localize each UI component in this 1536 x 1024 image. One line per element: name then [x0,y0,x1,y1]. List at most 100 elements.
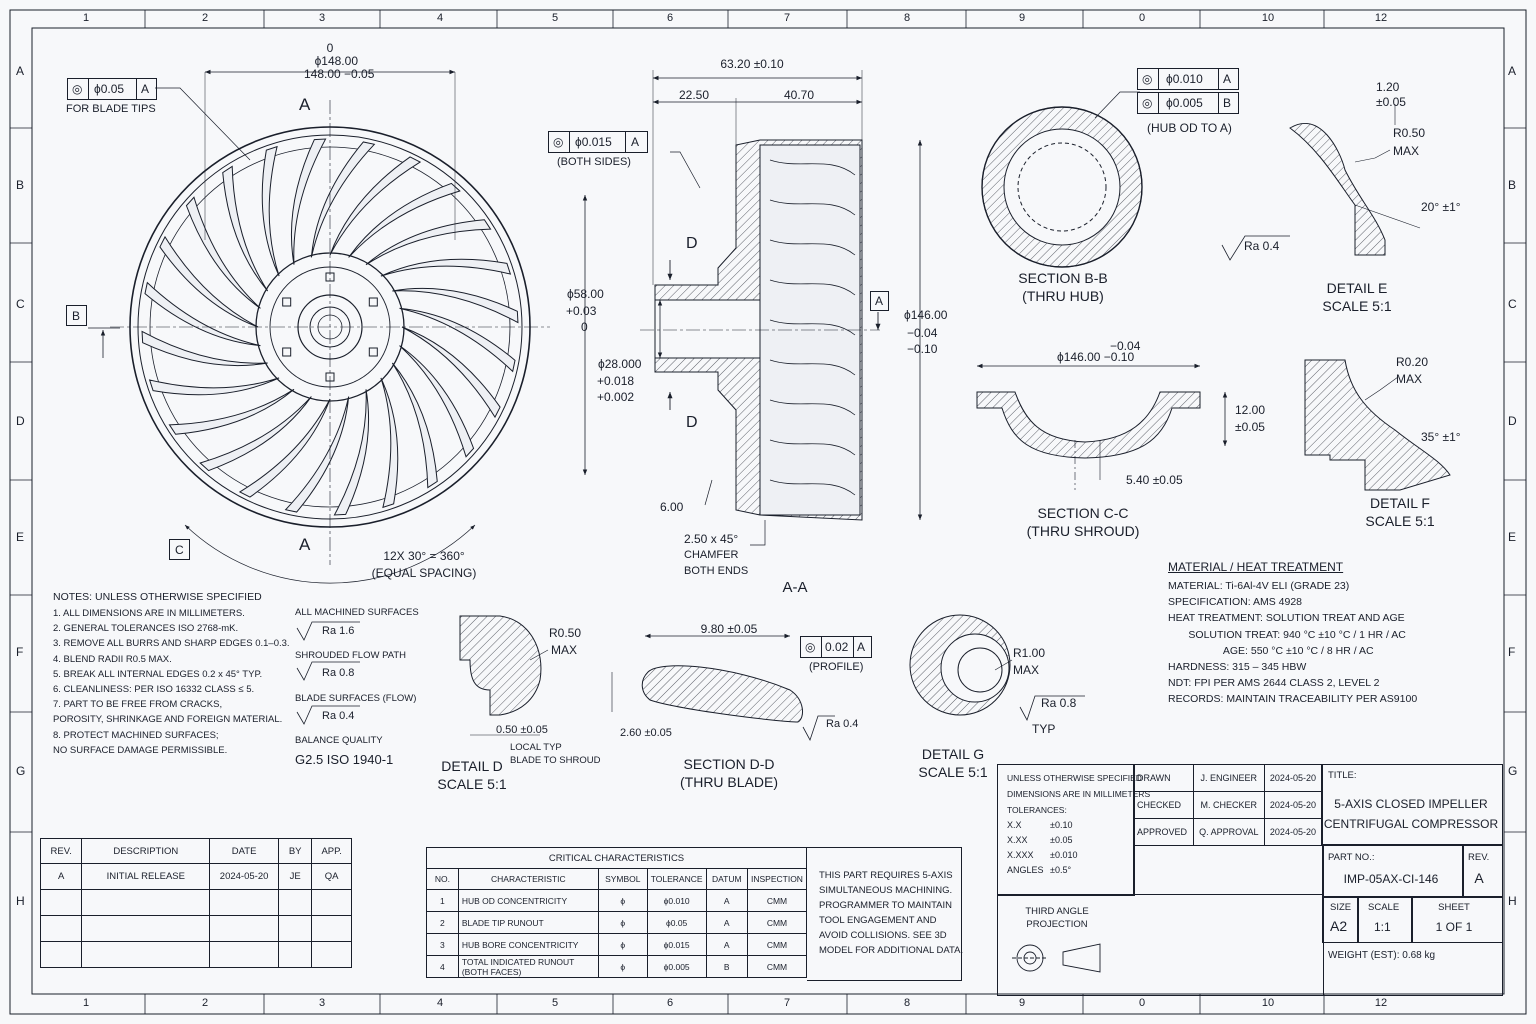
rev-cell [39,889,83,916]
zone-col-top-1: 1 [82,12,90,24]
blade [290,138,327,265]
g-typ: TYP [1032,722,1056,736]
partno-value: IMP-05AX-CI-146 [1343,872,1439,886]
surface-3-label: BLADE SURFACES (FLOW) [295,693,417,704]
machining-note-frame [807,847,962,981]
tol-line3: TOLERANCES: [1007,805,1067,815]
aa-fcf-note: (BOTH SIDES) [557,156,631,168]
aa-bore28-lower: +0.002 [597,390,635,404]
zone-row-left-C: C [16,297,25,311]
bb-note: (HUB OD TO A) [1147,121,1232,135]
zone-col-top-2: 2 [201,12,209,24]
tol-line1: UNLESS OTHERWISE SPECIFIED [1007,773,1142,783]
rev-cell [81,915,211,942]
zone-row-right-B: B [1508,178,1517,192]
approval-cell: M. CHECKER [1192,791,1265,819]
material-line: SPECIFICATION: AMS 4928 [1168,596,1303,609]
blade [284,396,350,513]
aa-bore28-upper: +0.018 [597,374,635,388]
aa-blade-line [769,399,856,416]
crit-header-cell: SYMBOL [597,868,648,890]
zone-row-left-B: B [16,178,25,192]
sheet-cell [1411,896,1503,943]
f-radius: R0.20 [1396,355,1429,369]
zone-col-top-3: 3 [318,12,326,24]
cc-height: 12.00 [1235,403,1266,417]
weight: WEIGHT (EST): 0.68 kg [1328,950,1436,961]
zone-col-top-10: 0 [1138,12,1146,24]
zone-col-bottom-2: 2 [201,997,209,1009]
note-line: 1. ALL DIMENSIONS ARE IN MILLIMETERS. [53,608,245,619]
zone-col-top-8: 8 [903,12,911,24]
g-radius: R1.00 [1013,646,1046,660]
aa-chamfer2: CHAMFER [684,549,739,561]
blade [399,345,475,458]
zone-col-bottom-4: 4 [436,997,444,1009]
machining-note-line: PROGRAMMER TO MAINTAIN [819,900,953,911]
crit-cell: ϕ [597,933,648,956]
rev-cell: 2024-05-20 [209,863,280,890]
crit-cell: CMM [746,933,808,956]
aa-left-len: 22.50 [678,88,710,102]
blade [380,258,512,277]
approval-cell: CHECKED [1133,791,1194,819]
crit-cell: 1 [426,889,459,912]
aa-blade-line [769,279,856,296]
section-cc-drawing [976,363,1228,490]
tol-row-cell: ±0.05 [1050,835,1073,845]
aa-od146-lower: −0.10 [907,342,938,356]
d-note1: LOCAL TYP [510,742,562,753]
zone-col-bottom-3: 3 [318,997,326,1009]
blade [310,141,376,258]
scale-label: SCALE [1368,902,1400,913]
cc-thick: 5.40 ±0.05 [1126,473,1183,487]
bb-fcf1: ◎ ϕ0.010 A [1137,68,1239,90]
machining-note-line: SIMULTANEOUS MACHINING. [819,885,953,896]
machining-note-line: MODEL FOR ADDITIONAL DATA. [819,945,964,956]
aa-right-len: 40.70 [783,88,815,102]
outer-frame [9,9,1527,1015]
detail-d-drawing [459,615,549,736]
concentricity-icon: ◎ [805,640,816,654]
f-title: DETAIL F [1370,495,1430,511]
dd-title: SECTION D-D [683,756,775,772]
scale-value: 1:1 [1374,920,1391,934]
zone-col-bottom-7: 7 [783,997,791,1009]
third-angle-projection-icon [1012,943,1101,973]
blade [185,196,261,309]
tol-row-cell: X.X [1007,820,1022,830]
crit-cell: HUB BORE CONCENTRICITY [457,933,599,956]
material-line: AGE: 550 °C ±10 °C / 8 HR / AC [1168,644,1374,657]
crit-cell: A [705,911,748,934]
datum-c-box: C [169,539,190,560]
note-line: 7. PART TO BE FREE FROM CRACKS, [53,699,223,711]
section-d-bottom-label: D [686,414,698,431]
section-a-top-label: A [299,95,311,114]
zone-row-right-D: D [1508,414,1517,428]
note-line: 3. REMOVE ALL BURRS AND SHARP EDGES 0.1–… [53,638,290,650]
zone-col-top-11: 10 [1261,12,1275,24]
note-line: 4. BLEND RADII R0.5 MAX. [53,653,172,665]
crit-cell: CMM [746,889,808,912]
rev-cell [81,941,211,968]
rev-cell [209,915,280,942]
notes-header: NOTES: UNLESS OTHERWISE SPECIFIED [53,591,262,603]
d-dim: 0.50 ±0.05 [496,724,548,736]
balance-label: BALANCE QUALITY [295,735,383,746]
detail-g-drawing [909,614,1085,722]
spacing-line1: 12X 30° = 360° [383,549,465,563]
dd-fcf: ◎ 0.02 A [800,636,872,658]
crit-cell: 4 [426,955,459,978]
zone-col-bottom-10: 0 [1138,997,1146,1009]
machining-note-line: AVOID COLLISIONS. SEE 3D [819,930,947,941]
rev-cell: A [39,863,83,890]
surface-2-label: SHROUDED FLOW PATH [295,650,407,661]
rev-cell [1462,844,1503,898]
section-dd-drawing [611,633,835,742]
zone-row-right-H: H [1508,894,1517,908]
tol-line2: DIMENSIONS ARE IN MILLIMETERS [1007,789,1151,799]
size-value: A2 [1330,918,1348,934]
cc-dia-tol: −0.04 [1110,339,1141,353]
note-line: POROSITY, SHRINKAGE AND FOREIGN MATERIAL… [53,714,283,726]
